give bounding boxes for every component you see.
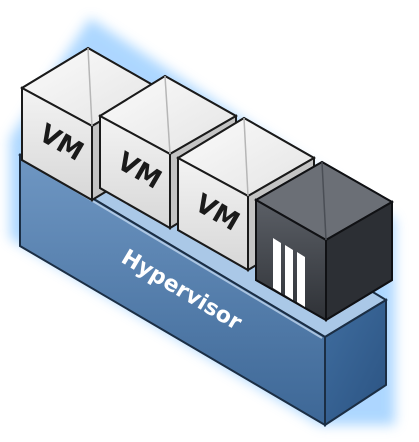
three-bars-icon — [273, 238, 305, 307]
dark-cube — [253, 160, 395, 322]
hypervisor-side-face — [324, 298, 387, 427]
